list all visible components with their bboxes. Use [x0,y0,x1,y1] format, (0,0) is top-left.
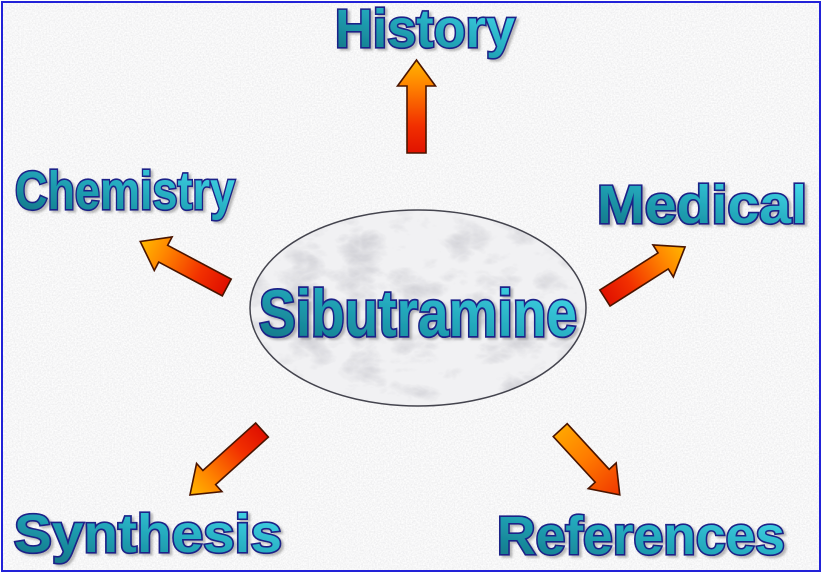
center-ellipse [249,209,587,407]
topic-link-synthesis[interactable]: Synthesis [12,502,283,565]
topic-link-medical[interactable]: Medical [595,173,808,236]
arrow-to-chemistry-icon [139,235,233,297]
diagram-canvas: Sibutramine History Chemistry Medical Sy… [3,3,819,570]
topic-link-history[interactable]: History [333,3,516,61]
arrow-to-synthesis-icon [188,421,270,496]
topic-link-chemistry[interactable]: Chemistry [13,159,236,222]
arrow-to-references-icon [552,422,621,496]
arrow-to-history-icon [395,58,438,154]
topic-link-references[interactable]: References [495,504,786,567]
arrow-to-medical-icon [598,244,687,308]
center-title: Sibutramine [259,276,577,350]
